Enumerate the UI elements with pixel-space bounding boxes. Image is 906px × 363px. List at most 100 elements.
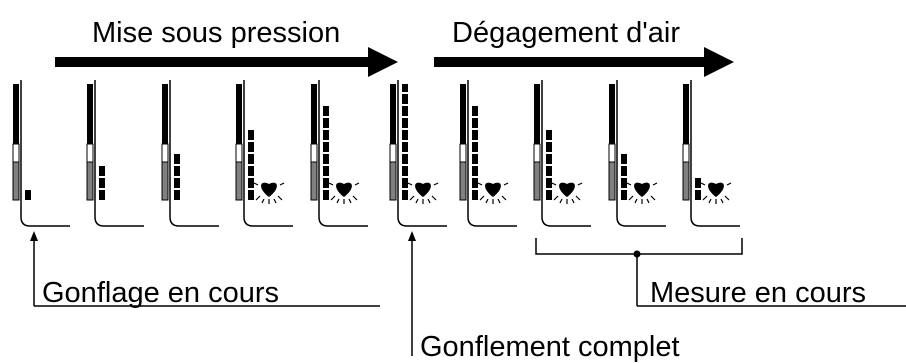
reference-bar-white [459,143,467,163]
reference-bar-gray [235,161,243,201]
pressure-segment [174,154,180,164]
reference-bar-gray [389,161,397,201]
heart-icon [336,182,352,197]
callout-label-measuring: Mesure en cours [650,277,866,309]
pressure-segment [472,154,478,164]
callout-label-inflating: Gonflage en cours [42,277,279,309]
frame-border [397,80,447,227]
pulse-ray [724,195,730,201]
pulse-ray [485,198,489,204]
pressure-segment [25,190,31,200]
display-frame [12,80,70,227]
reference-bar-black [311,84,317,144]
pulse-ray [501,195,507,201]
reference-bar-gray [459,161,467,201]
pressure-segment [248,154,254,164]
heart-icon [559,182,575,197]
pulse-ray [336,198,340,204]
pulse-ray [277,195,283,201]
reference-bar-black [460,84,466,144]
pulse-ray [702,195,708,201]
pressure-segment [248,142,254,152]
display-frame [533,80,591,227]
frame-border [467,80,517,227]
pulse-ray [273,198,277,204]
pressure-segment [323,178,329,188]
pulse-ray [726,182,732,186]
pressure-segment [174,190,180,200]
pressure-segment [402,154,408,164]
reference-bar-black [162,84,168,144]
pulse-ray [575,195,581,201]
frame-border [541,80,591,227]
pressure-segment [621,178,627,188]
pulse-ray [634,198,638,204]
pressure-segment [546,142,552,152]
pressure-segment [546,166,552,176]
frame-border [318,80,368,227]
pulse-ray [279,182,285,186]
pressure-segment [472,178,478,188]
pulse-ray [348,198,352,204]
reference-bar-black [534,84,540,144]
reference-bar-black [13,84,19,144]
pressure-segment [174,178,180,188]
pressure-segment [621,154,627,164]
pressure-segment [402,130,408,140]
heart-icon [708,182,724,197]
pulse-ray [255,195,261,201]
display-frame [389,80,447,227]
phase-label-deflation: Dégagement d'air [452,17,680,49]
pulse-ray [415,198,419,204]
pressure-segment [323,154,329,164]
reference-bar-gray [310,161,318,201]
frame-border [616,80,666,227]
pressure-segment [546,178,552,188]
reference-bar-black [236,84,242,144]
frame-border [94,80,144,227]
pulse-ray [433,182,439,186]
pulse-ray [431,195,437,201]
pulse-ray [352,195,358,201]
pressure-segment [402,142,408,152]
pressure-segment [695,178,701,188]
pressure-segment [323,106,329,116]
reference-bar-white [608,143,616,163]
frame-border [169,80,219,227]
pressure-segment [621,166,627,176]
pulse-ray [477,182,483,186]
pressure-segment [546,190,552,200]
reference-bar-gray [608,161,616,201]
heart-icon [634,182,650,197]
pressure-segment [323,118,329,128]
pressure-segment [99,190,105,200]
callout-label-inflation-complete: Gonflement complet [420,331,680,363]
pressure-segment [402,94,408,104]
pulse-ray [407,182,413,186]
pulse-ray [553,195,559,201]
reference-bar-black [683,84,689,144]
pulse-ray [253,182,259,186]
display-frame [608,80,666,227]
frame-border [20,80,70,227]
pulse-ray [330,195,336,201]
pressure-segment [248,178,254,188]
pulse-ray [708,198,712,204]
pulse-ray [650,195,656,201]
frame-border [690,80,740,227]
pulse-ray [577,182,583,186]
frame-border [243,80,293,227]
pressure-segment [472,118,478,128]
pressure-segment [472,130,478,140]
pulse-ray [328,182,334,186]
reference-bar-gray [682,161,690,201]
reference-bar-white [533,143,541,163]
display-frame [459,80,517,227]
pulse-ray [626,182,632,186]
display-frame [310,80,368,227]
callout-measuring: Mesure en cours [535,238,906,309]
display-frames [12,80,740,227]
reference-bar-gray [161,161,169,201]
pressure-segment [248,190,254,200]
pulse-ray [571,198,575,204]
